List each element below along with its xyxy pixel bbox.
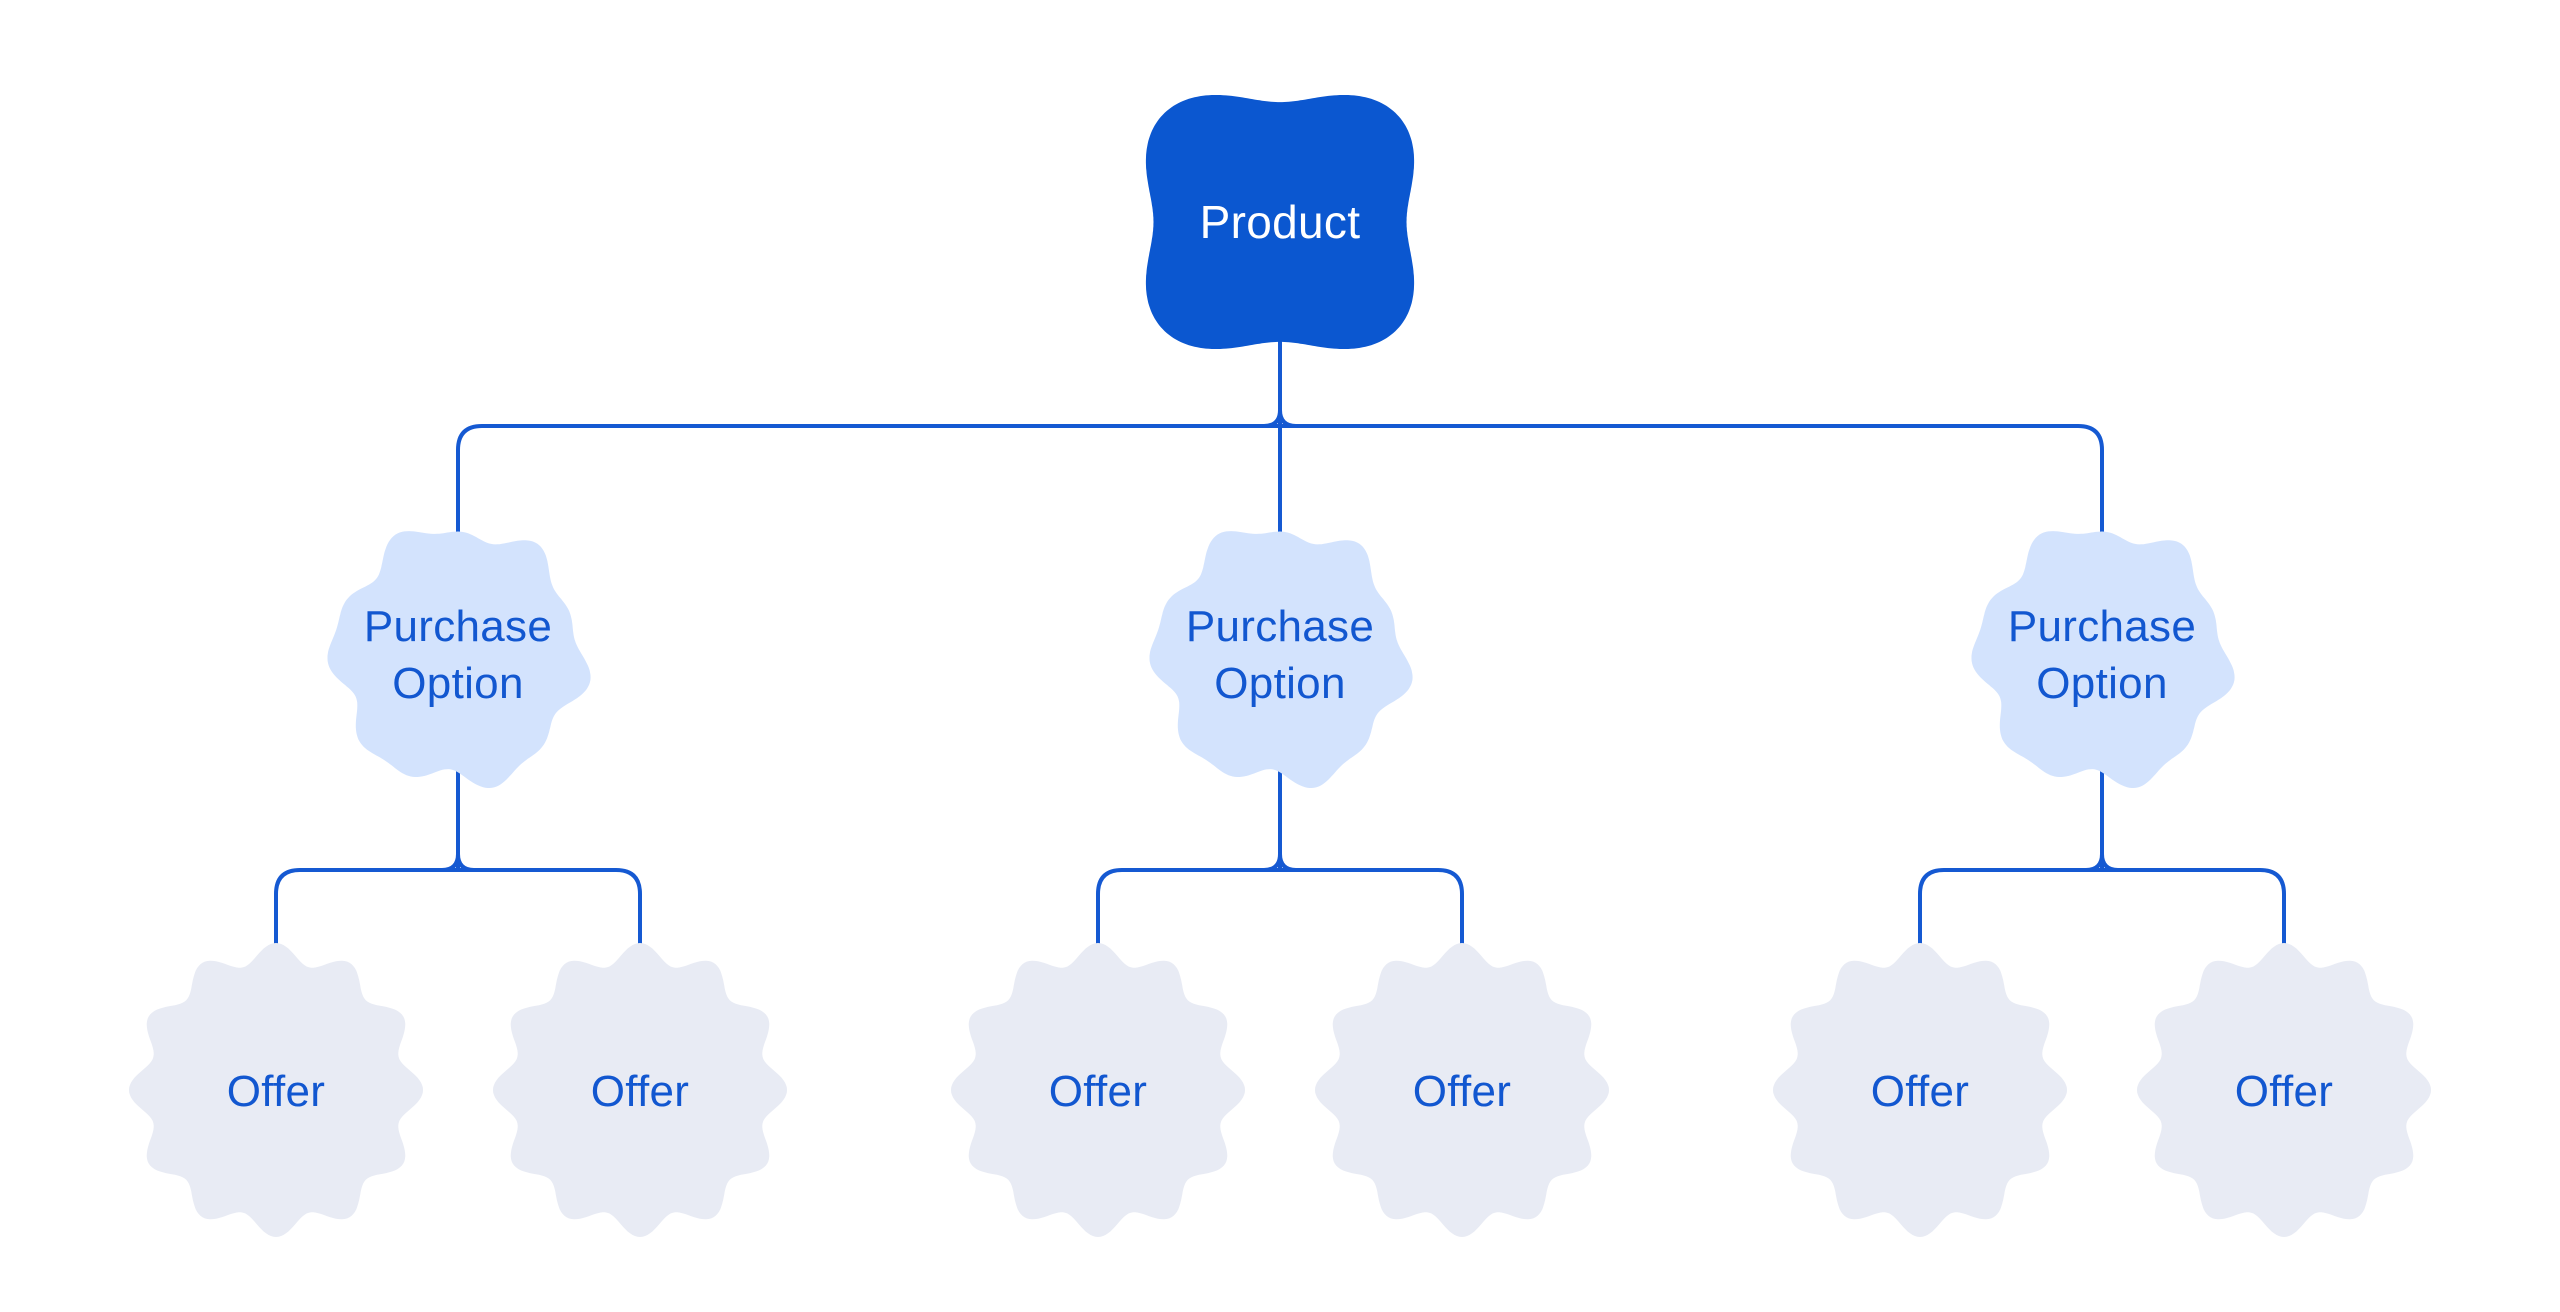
product-blob-shape [1145,95,1415,349]
offer-blob-shape [493,943,787,1237]
offer-label: Offer [227,1067,326,1116]
connector-po2-fillet-left [1262,852,1282,872]
connector-product-fillet-left [1262,408,1282,428]
connector-po1-rail [274,868,642,960]
offer-node-2-1: Offer [951,943,1245,1237]
connector-po3-fillet-right [2100,852,2120,872]
offer-node-2-2: Offer [1315,943,1609,1237]
connector-po2-rail [1096,868,1464,960]
offer-label: Offer [1871,1067,1970,1116]
purchase-option-blob-shape [327,531,591,788]
offer-label: Offer [1049,1067,1148,1116]
connector-product-fillet-right [1278,408,1298,428]
purchase-option-blob-shape [1971,531,2235,788]
product-label: Product [1200,196,1361,248]
offer-blob-shape [1315,943,1609,1237]
offer-node-3-1: Offer [1773,943,2067,1237]
connector-po1-fillet-right [456,852,476,872]
offer-node-1-2: Offer [493,943,787,1237]
connector-po2-fillet-right [1278,852,1298,872]
offer-node-1-1: Offer [129,943,423,1237]
connectors [274,336,2286,960]
offer-node-3-2: Offer [2137,943,2431,1237]
offer-label: Offer [591,1067,690,1116]
offer-blob-shape [2137,943,2431,1237]
offer-blob-shape [1773,943,2067,1237]
connector-po3-rail [1918,868,2286,960]
product-node: Product [1145,95,1415,349]
offer-label: Offer [2235,1067,2334,1116]
offer-label: Offer [1413,1067,1512,1116]
connector-po3-fillet-left [2084,852,2104,872]
connector-po1-fillet-left [440,852,460,872]
purchase-option-blob-shape [1149,531,1413,788]
offer-blob-shape [129,943,423,1237]
offer-blob-shape [951,943,1245,1237]
